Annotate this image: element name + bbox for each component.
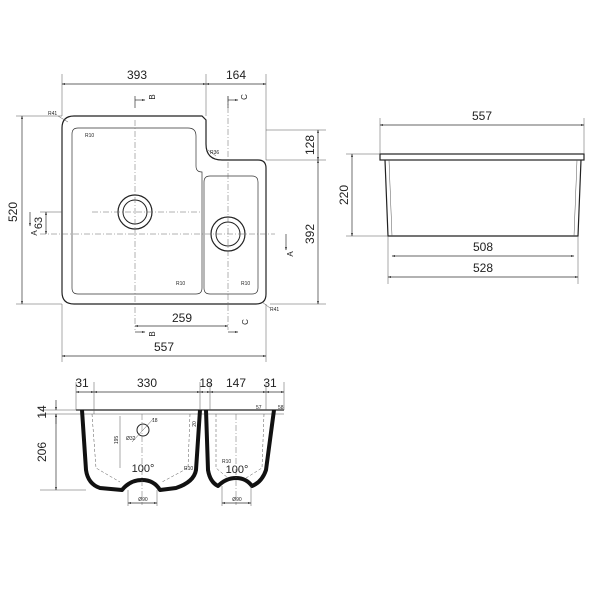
dim-drain-left: Ø90 <box>138 497 148 503</box>
dim-20: 20 <box>192 421 198 427</box>
angle-right: 100° <box>226 464 249 476</box>
section-mark-b-bottom: B <box>148 331 157 336</box>
side-view: 557 220 508 528 <box>337 109 585 284</box>
dim-side-bottom-outer: 528 <box>473 261 493 275</box>
dim-overflow-offset: 18 <box>152 418 158 424</box>
sink-outer-outline <box>61 115 267 305</box>
dim-large-bowl: 330 <box>137 376 157 390</box>
dim-left-wall: 31 <box>75 376 89 390</box>
overflow-hole <box>136 423 150 437</box>
dim-overflow-dia: Ø32 <box>126 436 136 442</box>
side-body <box>384 159 582 237</box>
dim-depth: 206 <box>35 442 49 462</box>
section-mark-b-top: B <box>148 94 157 99</box>
dim-overall-depth: 520 <box>6 202 20 222</box>
dim-right-wall: 31 <box>263 376 277 390</box>
radius-r10-right: R10 <box>222 459 231 465</box>
dim-inner-195: 195 <box>114 436 120 445</box>
dim-side-bottom-inner: 508 <box>473 240 493 254</box>
radius-r10-top-left: R10 <box>85 133 94 139</box>
section-large-bowl <box>80 409 202 492</box>
angle-left: 100° <box>132 463 155 475</box>
dim-large-bowl-width: 393 <box>127 68 147 82</box>
side-rim <box>379 153 585 161</box>
radius-r41-top-left: R41 <box>48 111 57 117</box>
large-bowl-outline <box>71 127 203 295</box>
radius-r10-bottom-left: R10 <box>176 281 185 287</box>
dim-overall-width: 557 <box>154 340 174 354</box>
dim-rim: 14 <box>35 405 49 419</box>
dim-side-top-width: 557 <box>472 109 492 123</box>
dim-small-bowl-width: 164 <box>226 68 246 82</box>
section-mark-a-left: A <box>30 230 39 236</box>
dim-waste-offset: 63 <box>33 217 45 229</box>
top-view: 393 164 520 63 A A 128 392 B C 259 <box>6 68 326 362</box>
dim-small-bowl-depth: 392 <box>303 224 317 244</box>
dim-divider: 18 <box>199 376 213 390</box>
dim-drain-right: Ø90 <box>232 497 242 503</box>
dim-small-bowl: 147 <box>226 376 246 390</box>
radius-r36: R36 <box>210 150 219 156</box>
section-mark-c-bottom: C <box>241 319 250 325</box>
radius-r10-bottom-right: R10 <box>241 281 250 287</box>
dim-corner-step: 128 <box>303 135 317 155</box>
section-mark-c-top: C <box>240 94 249 100</box>
radius-r10-left: R10 <box>184 466 193 472</box>
section-mark-a-right: A <box>286 251 295 257</box>
radius-r41-bottom-right: R41 <box>270 307 279 313</box>
dim-57: 57 <box>256 405 262 411</box>
dim-side-height: 220 <box>337 185 351 205</box>
dim-small-waste-offset: 259 <box>172 311 192 325</box>
dim-58: 58 <box>278 405 284 411</box>
section-view: Ø32 18 31 330 18 147 31 14 206 195 <box>35 376 285 506</box>
small-bowl-outline <box>203 175 259 295</box>
